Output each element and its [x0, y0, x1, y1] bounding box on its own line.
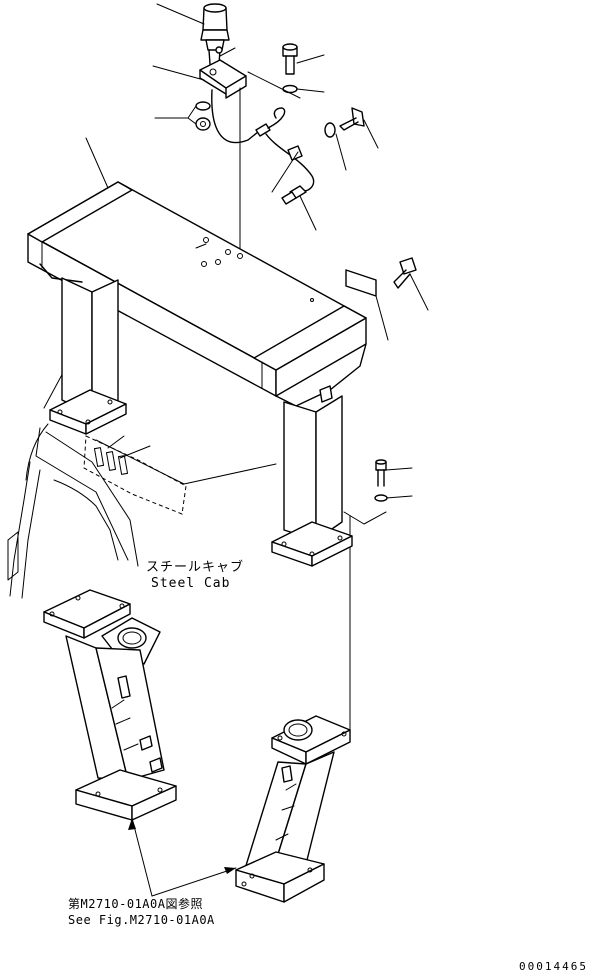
lamp-bracket: [199, 59, 247, 99]
lower-right-mount-bracket: [235, 715, 351, 903]
steel-cab-outline: [7, 423, 187, 599]
rops-front-left-post: [49, 277, 127, 435]
figure-reference-jp: 第M2710-01A0A図参照: [68, 897, 203, 911]
steel-cab-label-jp: スチールキャブ: [146, 560, 245, 575]
bolt-top: [282, 43, 298, 94]
rops-top-beam: [27, 181, 367, 407]
figure-reference-en: See Fig.M2710-01A0A: [68, 913, 215, 927]
rops-rear-right-post: [271, 385, 388, 567]
lamp-wire-harness: [211, 89, 315, 205]
bolt-side: [324, 107, 365, 138]
lower-left-mount-bracket: [43, 589, 177, 821]
steel-cab-label-en: Steel Cab: [151, 576, 231, 591]
pad-plate: [345, 269, 377, 297]
nut-washer: [195, 101, 211, 131]
bolt-right: [393, 257, 417, 289]
document-number: 00014465: [519, 960, 588, 973]
beacon-lamp: [200, 3, 230, 65]
reference-arrows: [128, 817, 237, 897]
